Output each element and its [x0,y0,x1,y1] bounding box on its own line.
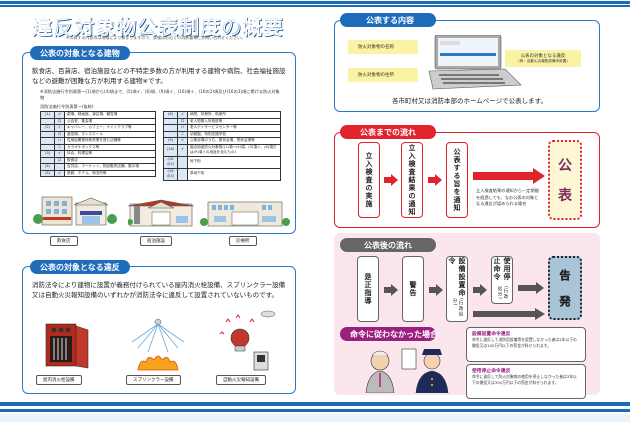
label-object-address: 防火対象物の住所 [348,68,418,82]
label-clinic: 診療所 [229,236,257,246]
top-border [0,0,630,8]
laptop-icon [428,35,522,90]
arrow-right-icon [428,174,442,186]
label-violation: 公表の対象となる違反 (例：自動火災報知設備未設置) [505,50,581,67]
flow-step-result-notice: 立入検査結果の通知 [401,142,423,218]
flow-step-correction-guidance: 是正指導 [357,256,379,322]
main-title: 違反対象物公表制度の概要 [32,15,284,40]
law-table-sub [177,167,188,181]
label-sprinkler: スプリンクラー設備 [126,375,181,385]
law-table-sub: イ [177,143,188,157]
long-arrow-right-icon [473,168,545,184]
label-restaurant: 飲食店 [50,236,78,246]
law-table-text: 複合用途防火対象物((1)項～(4)項、(5)項イ、(6)項又は(9)項イの用途… [187,143,281,157]
law-table-row: (16の3) 準地下街 [163,167,281,181]
subtitle-note: ※公表する内容等は地域により異なりますので、詳細はお近くの消防署等にお問い合わせ… [66,35,246,40]
flow-step-inspection: 立入検査の実施 [358,142,380,218]
law-table-right: (6)イ病院、診療所、助産所ロ老人短期入所施設等ハ老人デイサービスセンター等ニ幼… [163,111,281,181]
label-fire-hydrant: 屋内消火栓設備 [36,375,82,385]
table-caption: 消防法施行令別表第一(抜粋) [40,104,94,109]
flow-step-publication-notice: 公表する旨を通知 [446,142,468,218]
flow-condition-text: 立入検査結果の通知から一定期間を経過しても、なお公表の対象となる違反が認められる… [476,188,539,206]
installation-order-note: (行政処分) [452,297,463,317]
installation-order-label: 設備設置命令 [448,257,466,297]
arrow-right-icon [473,284,487,296]
suspension-order-note: (行政処分) [497,286,508,300]
sprinkler-icon [131,318,185,371]
contents-heading: 公表する内容 [340,13,436,27]
arrow-right-icon [384,174,398,186]
contents-caption: 各市町村又は消防本部のホームページで公表します。 [392,97,548,105]
law-table-left: (1)イ劇場、映画館、演芸場、観覧場ロ公会堂、集会場(2)イキャバレー、カフェー… [40,111,156,177]
law-table-text: 劇場、映画館、演芸場、観覧場 [64,111,156,119]
flow-step-warning: 警告 [402,256,424,322]
label-violation-main: 公表の対象となる違反 [520,54,566,59]
law-table-sub [177,155,188,169]
violations-description: 消防法令により建物に設置が義務付けられている屋内消火栓設備、スプリンクラー設備又… [32,281,286,299]
law-table-row: ロ公会堂、集会場 [40,117,156,125]
law-table-row: (16)イ複合用途防火対象物((1)項～(4)項、(5)項イ、(6)項又は(9)… [163,143,281,157]
flow-step-suspension-order: 使用停止命令 (行政処分) [491,256,513,304]
fire-hydrant-cabinet-icon [45,323,89,369]
label-object-name: 防火対象物の名称 [348,40,418,54]
law-table-group: (5) [40,169,55,177]
law-table-group: (16) [163,143,178,157]
law-table-text: 地下街 [187,155,281,169]
arrow-right-icon [518,282,544,294]
label-violation-example: (例：自動火災報知設備未設置) [518,59,568,63]
penalty-installation-order: 設備設置命令違反 命令に違反して消防用設備等を設置しなかった者は1年以下の懲役又… [466,327,586,362]
final-prosecution-char-1: 告 [559,269,571,282]
final-prosecution-box: 告 発 [548,256,582,320]
final-publication-box: 公 表 [548,140,582,220]
law-table-row: (6)イ病院、診療所、助産所 [163,111,281,119]
law-table-text: 老人短期入所施設等 [187,117,281,125]
flow-step-installation-order: 設備設置命令 (行政処分) [446,256,468,322]
final-prosecution-char-2: 発 [559,295,571,308]
label-fire-alarm: 自動火災報知設備 [216,375,266,385]
suspension-order-label: 使用停止命令 [493,257,511,281]
flow-after-heading: 公表後の流れ [340,238,436,252]
penalty-suspension-title: 使用停止命令違反 [472,369,511,374]
fire-alarm-icon [219,310,276,371]
arrow-right-icon [429,284,443,296]
law-table-text: 公会堂、集会場 [64,117,156,125]
penalty-installation-text: 命令に違反して消防用設備等を設置しなかった者は1年以下の懲役又は100万円以下の… [472,337,577,348]
final-publication-char-2: 表 [558,188,572,204]
buildings-description: 飲食店、百貨店、宿泊施設などの不特定多数の方が利用する建物や病院、社会福祉施設な… [32,67,286,85]
violations-heading: 公表の対象となる違反 [30,260,130,274]
law-table-group: (16の3) [163,167,178,181]
law-table-sub: イ [54,169,65,177]
law-table-row: (5)イ旅館、ホテル、宿泊所等 [40,169,156,177]
flow-before-heading: 公表までの流れ [340,125,436,139]
clinic-building-icon [200,201,290,227]
law-table-row: (1)イ劇場、映画館、演芸場、観覧場 [40,111,156,119]
buildings-footnote: ※消防法施行令別表第一(1)項から(4)項まで、(5)項イ、(6)項、(9)項イ… [40,89,280,100]
restaurant-building-icon [33,196,117,226]
law-table-text: 準地下街 [187,167,281,181]
penalty-suspension-order: 使用停止命令違反 命令に違反して防火対象物の使用を停止しなかった者は3年以下の懲… [466,364,586,399]
bottom-border [0,401,630,423]
long-arrow-right-icon [473,308,545,320]
law-table-row: (16の2) 地下街 [163,155,281,169]
buildings-heading: 公表の対象となる建物 [30,46,130,60]
official-and-owner-illustration [365,348,449,393]
hotel-building-icon [128,199,194,227]
penalty-suspension-text: 命令に違反して防火対象物の使用を停止しなかった者は3年以下の懲役又は300万円以… [472,374,577,385]
penalty-installation-title: 設備設置命令違反 [472,332,511,337]
arrow-right-icon [384,284,398,296]
law-table-row: ロ老人短期入所施設等 [163,117,281,125]
noncompliance-heading: 命令に従わなかった場合 [340,327,438,341]
law-table-text: 病院、診療所、助産所 [187,111,281,119]
final-publication-char-1: 公 [558,158,572,174]
label-hotel: 宿泊施設 [140,236,172,246]
law-table-group: (16の2) [163,155,178,169]
law-table-text: 旅館、ホテル、宿泊所等 [64,169,156,177]
